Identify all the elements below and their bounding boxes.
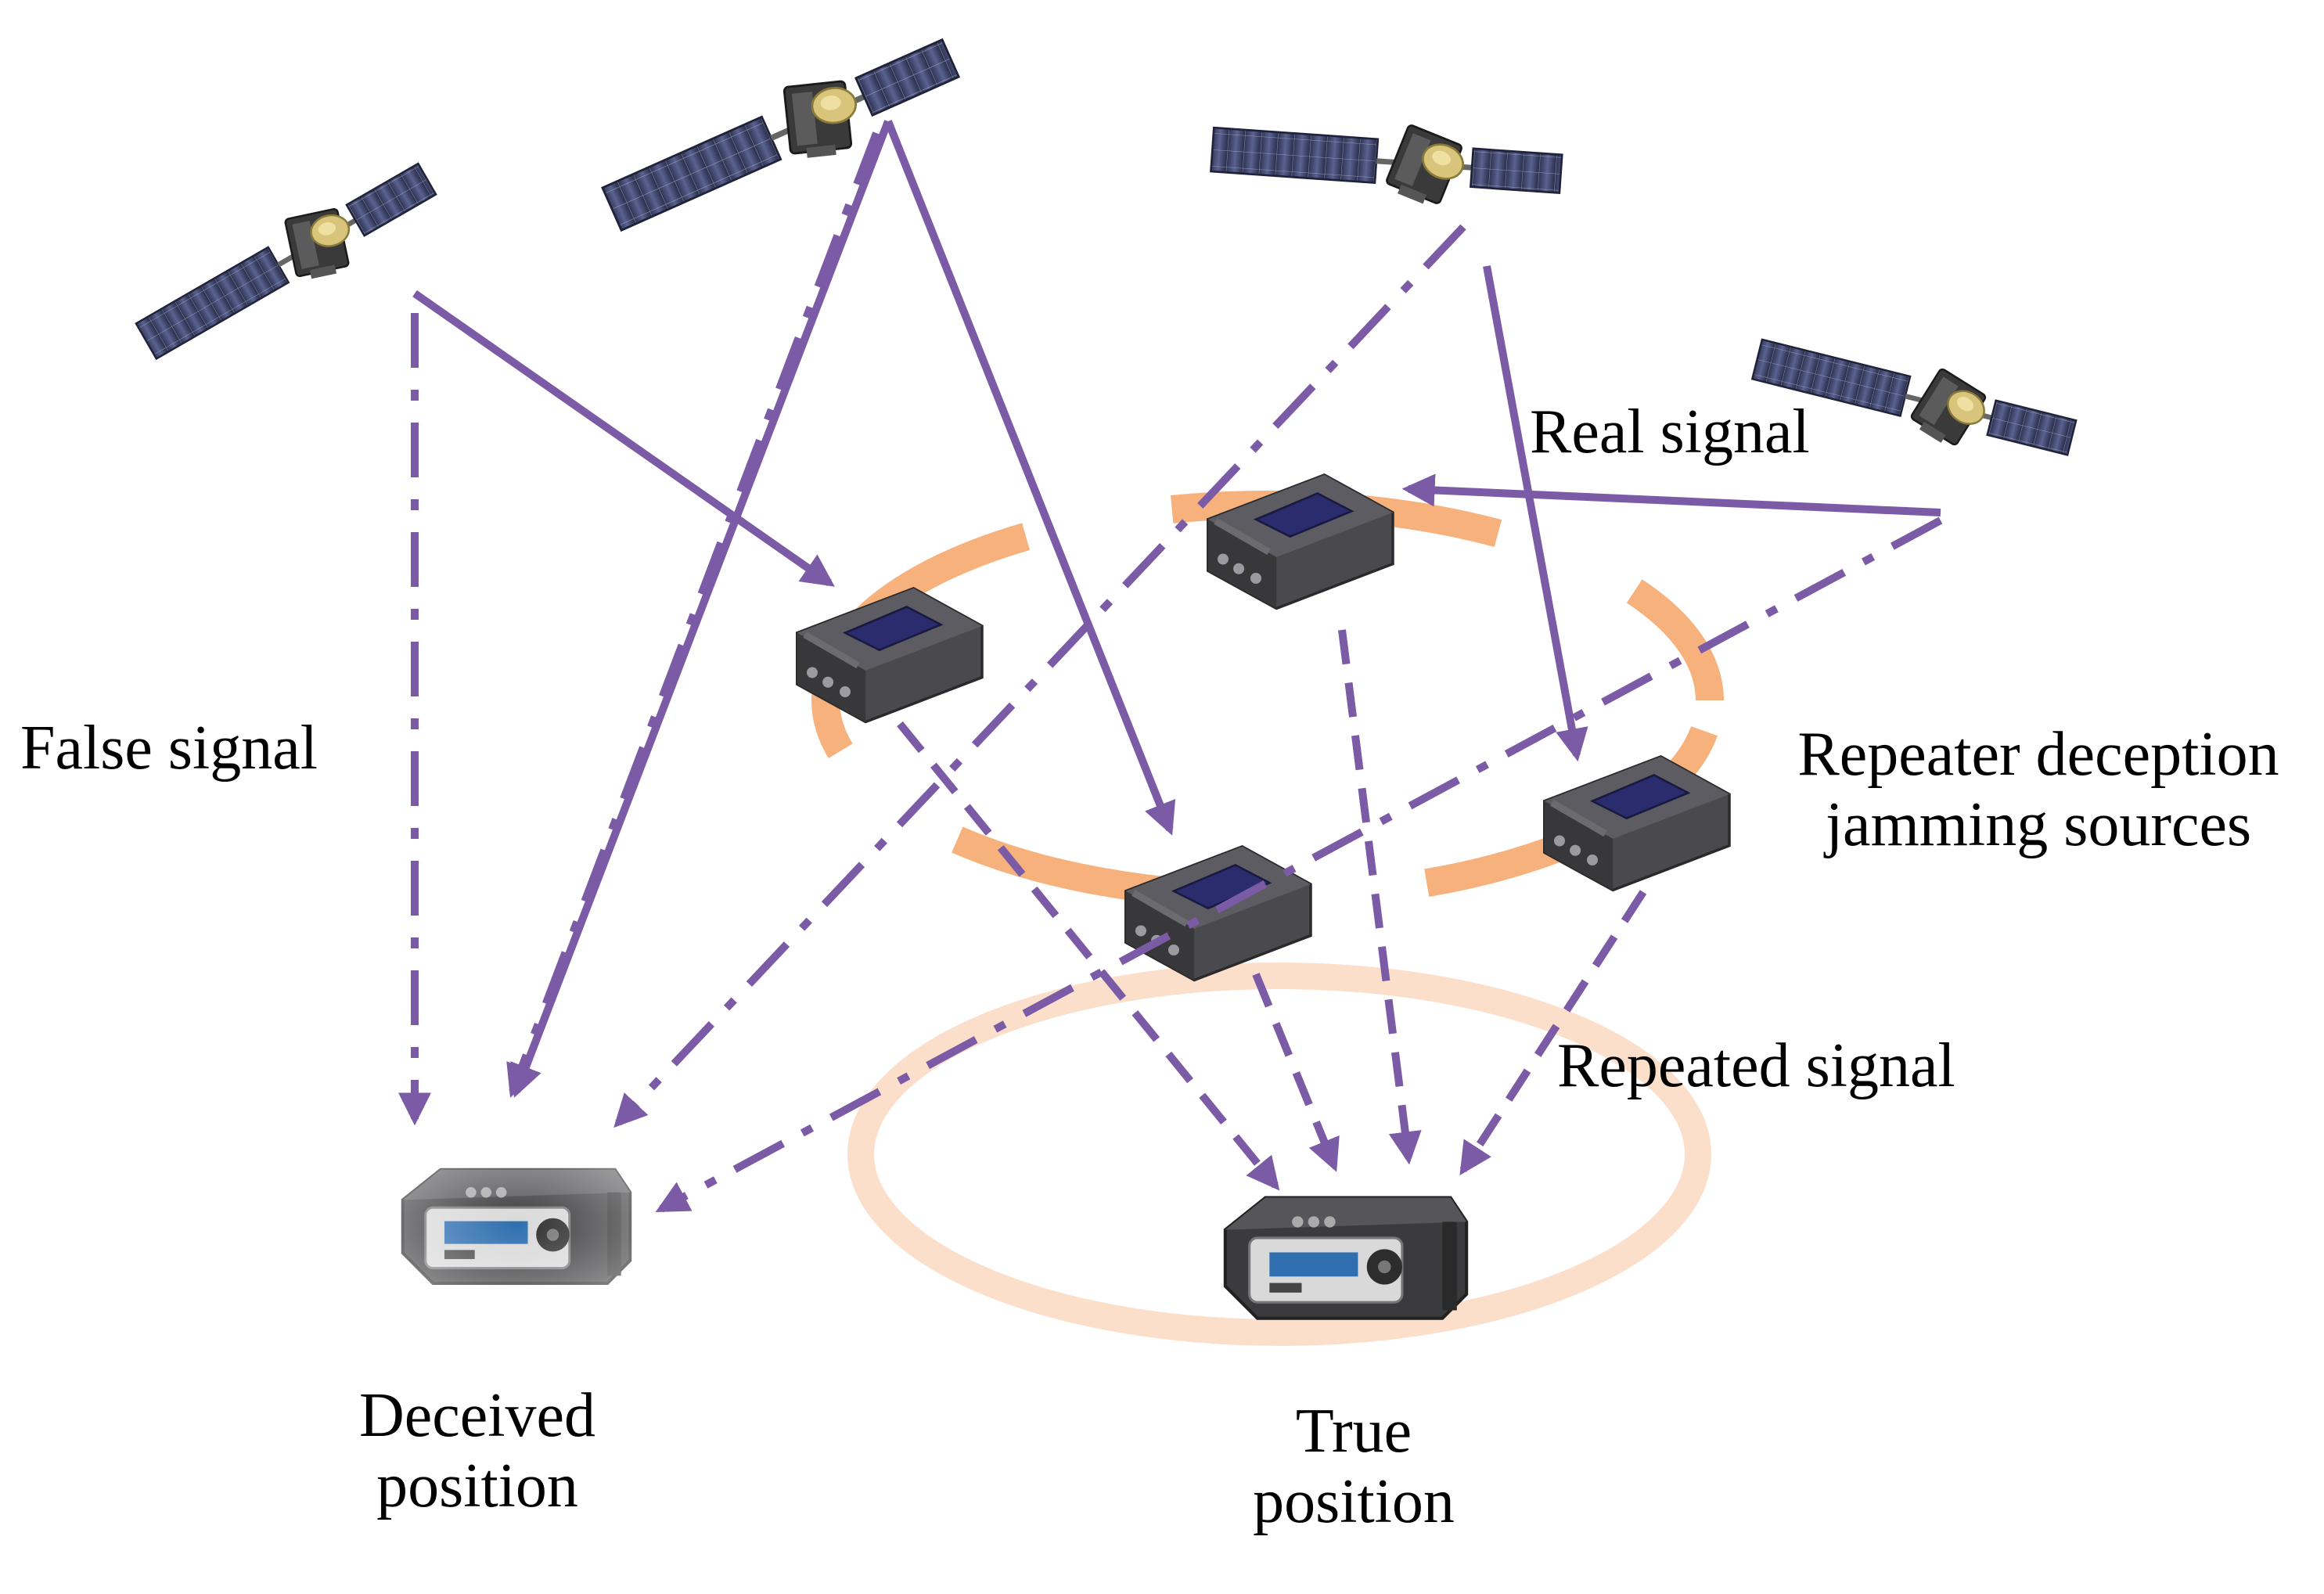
deceived-position-line1: Deceived bbox=[358, 1381, 596, 1450]
repeated-signal-arrow bbox=[1252, 973, 1340, 1172]
true-position-line2: position bbox=[1253, 1466, 1455, 1536]
repeater-device-icon bbox=[1542, 755, 1731, 892]
repeated-signal-arrow bbox=[897, 721, 1280, 1191]
repeater-sources-line1: Repeater deception bbox=[1797, 720, 2279, 789]
deceived-position-label: Deceived position bbox=[282, 1381, 673, 1521]
false-signal-arrow bbox=[613, 224, 1466, 1128]
real-signal-arrow bbox=[412, 290, 835, 587]
real-signal-label: Real signal bbox=[1530, 398, 1810, 466]
repeater-sources-line2: jamming sources bbox=[1825, 790, 2252, 859]
repeater-sources-label: Repeater deception jamming sources bbox=[1757, 720, 2320, 860]
repeated-signal-arrow bbox=[1459, 890, 1647, 1176]
deceived-position-line2: position bbox=[376, 1451, 578, 1520]
receiver-fade bbox=[360, 1139, 673, 1311]
repeated-signal-label: Repeated signal bbox=[1557, 1031, 1955, 1100]
false-signal-arrow bbox=[506, 131, 880, 1098]
false-signal-arrow bbox=[655, 516, 1943, 1213]
satellite-icon bbox=[1196, 26, 1577, 297]
real-signal-arrow bbox=[884, 120, 1176, 836]
real-signal-arrow bbox=[1401, 473, 1941, 516]
gnss-receiver-icon bbox=[1225, 1198, 1466, 1319]
true-position-line1: True bbox=[1295, 1397, 1412, 1466]
repeater-device-icon bbox=[1124, 845, 1312, 982]
real-signal-arrow bbox=[510, 120, 892, 1098]
satellite-icon bbox=[589, 34, 973, 233]
real-signal-arrow bbox=[1483, 265, 1588, 762]
repeated-signal-arrow bbox=[1338, 629, 1422, 1165]
true-position-ring bbox=[847, 963, 1711, 1346]
false-signal-label: False signal bbox=[20, 714, 318, 783]
true-position-label: True position bbox=[1158, 1397, 1549, 1537]
satellite-icon bbox=[114, 157, 459, 363]
